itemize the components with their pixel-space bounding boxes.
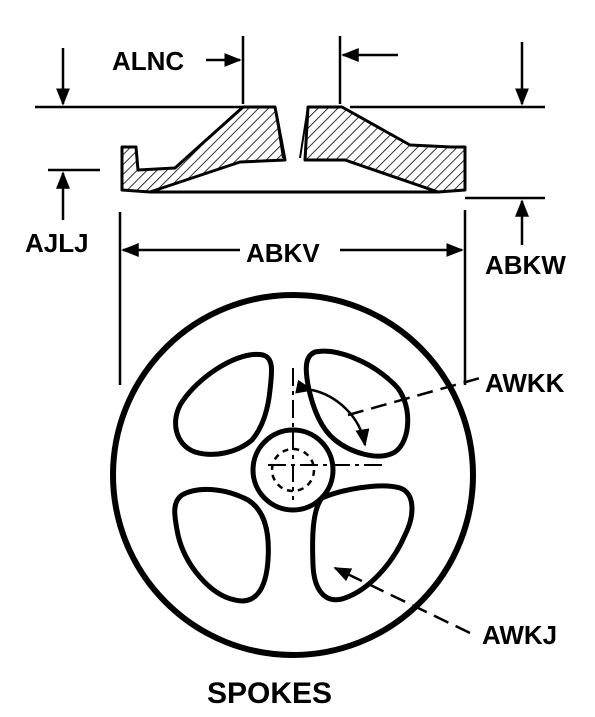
hub xyxy=(250,427,336,513)
spoke-window-bottom-left xyxy=(172,486,271,604)
caption-spokes: SPOKES xyxy=(207,677,332,710)
section-left-half xyxy=(120,105,287,194)
wheel-rim xyxy=(110,292,476,658)
spoke-window-bottom-right xyxy=(310,483,415,603)
cross-section xyxy=(120,105,467,194)
bore-line-left xyxy=(274,106,284,159)
label-alnc: ALNC xyxy=(112,46,184,76)
label-abkv: ABKV xyxy=(246,238,320,268)
section-right-half xyxy=(303,105,467,194)
wheel-front-view xyxy=(110,292,481,658)
label-abkw: ABKW xyxy=(485,250,566,280)
bore-line-right xyxy=(299,106,309,159)
label-awkj: AWKJ xyxy=(482,620,557,650)
hub-bore-hidden xyxy=(270,447,316,493)
dimension-lines xyxy=(35,36,545,385)
label-awkk: AWKK xyxy=(485,368,565,398)
awkk-angle-arc xyxy=(295,379,370,447)
awkj-leader xyxy=(333,566,471,635)
spoke-window-top-left xyxy=(173,351,275,457)
label-ajlj: AJLJ xyxy=(25,228,89,258)
